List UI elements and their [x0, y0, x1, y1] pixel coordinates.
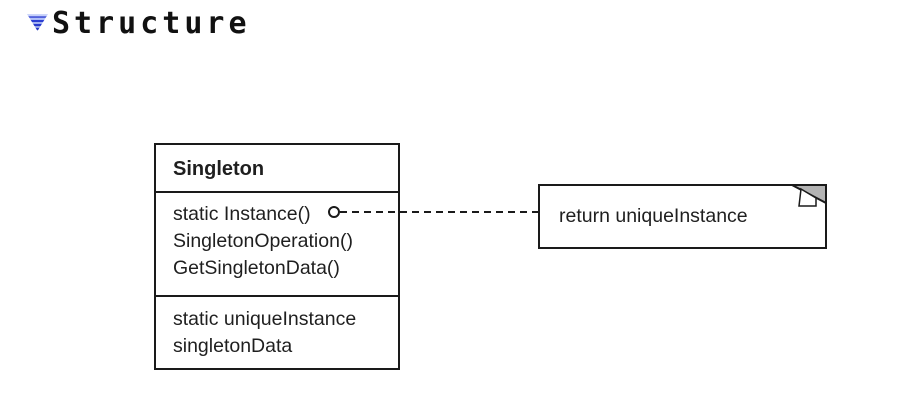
class-box-singleton: Singleton static Instance() SingletonOpe… [154, 143, 400, 370]
annotation-connector [328, 206, 538, 218]
note-label: return uniqueInstance [559, 205, 748, 227]
note-box: return uniqueInstance [538, 184, 827, 249]
attribute-label: static uniqueInstance [173, 308, 357, 330]
disclosure-triangle-icon [27, 14, 48, 31]
section-heading: Structure [27, 6, 251, 46]
section-title: Structure [52, 6, 251, 41]
method-label: static Instance() [173, 203, 311, 225]
dog-ear-fold-icon [791, 184, 827, 207]
class-methods-compartment: static Instance() SingletonOperation() G… [156, 191, 398, 295]
class-attributes-compartment: static uniqueInstance singletonData [156, 295, 398, 368]
class-name: Singleton [173, 158, 265, 180]
method-label: SingletonOperation() [173, 230, 353, 252]
method-label: GetSingletonData() [173, 257, 340, 279]
attribute-label: singletonData [173, 335, 293, 357]
small-circle-icon [328, 206, 340, 218]
